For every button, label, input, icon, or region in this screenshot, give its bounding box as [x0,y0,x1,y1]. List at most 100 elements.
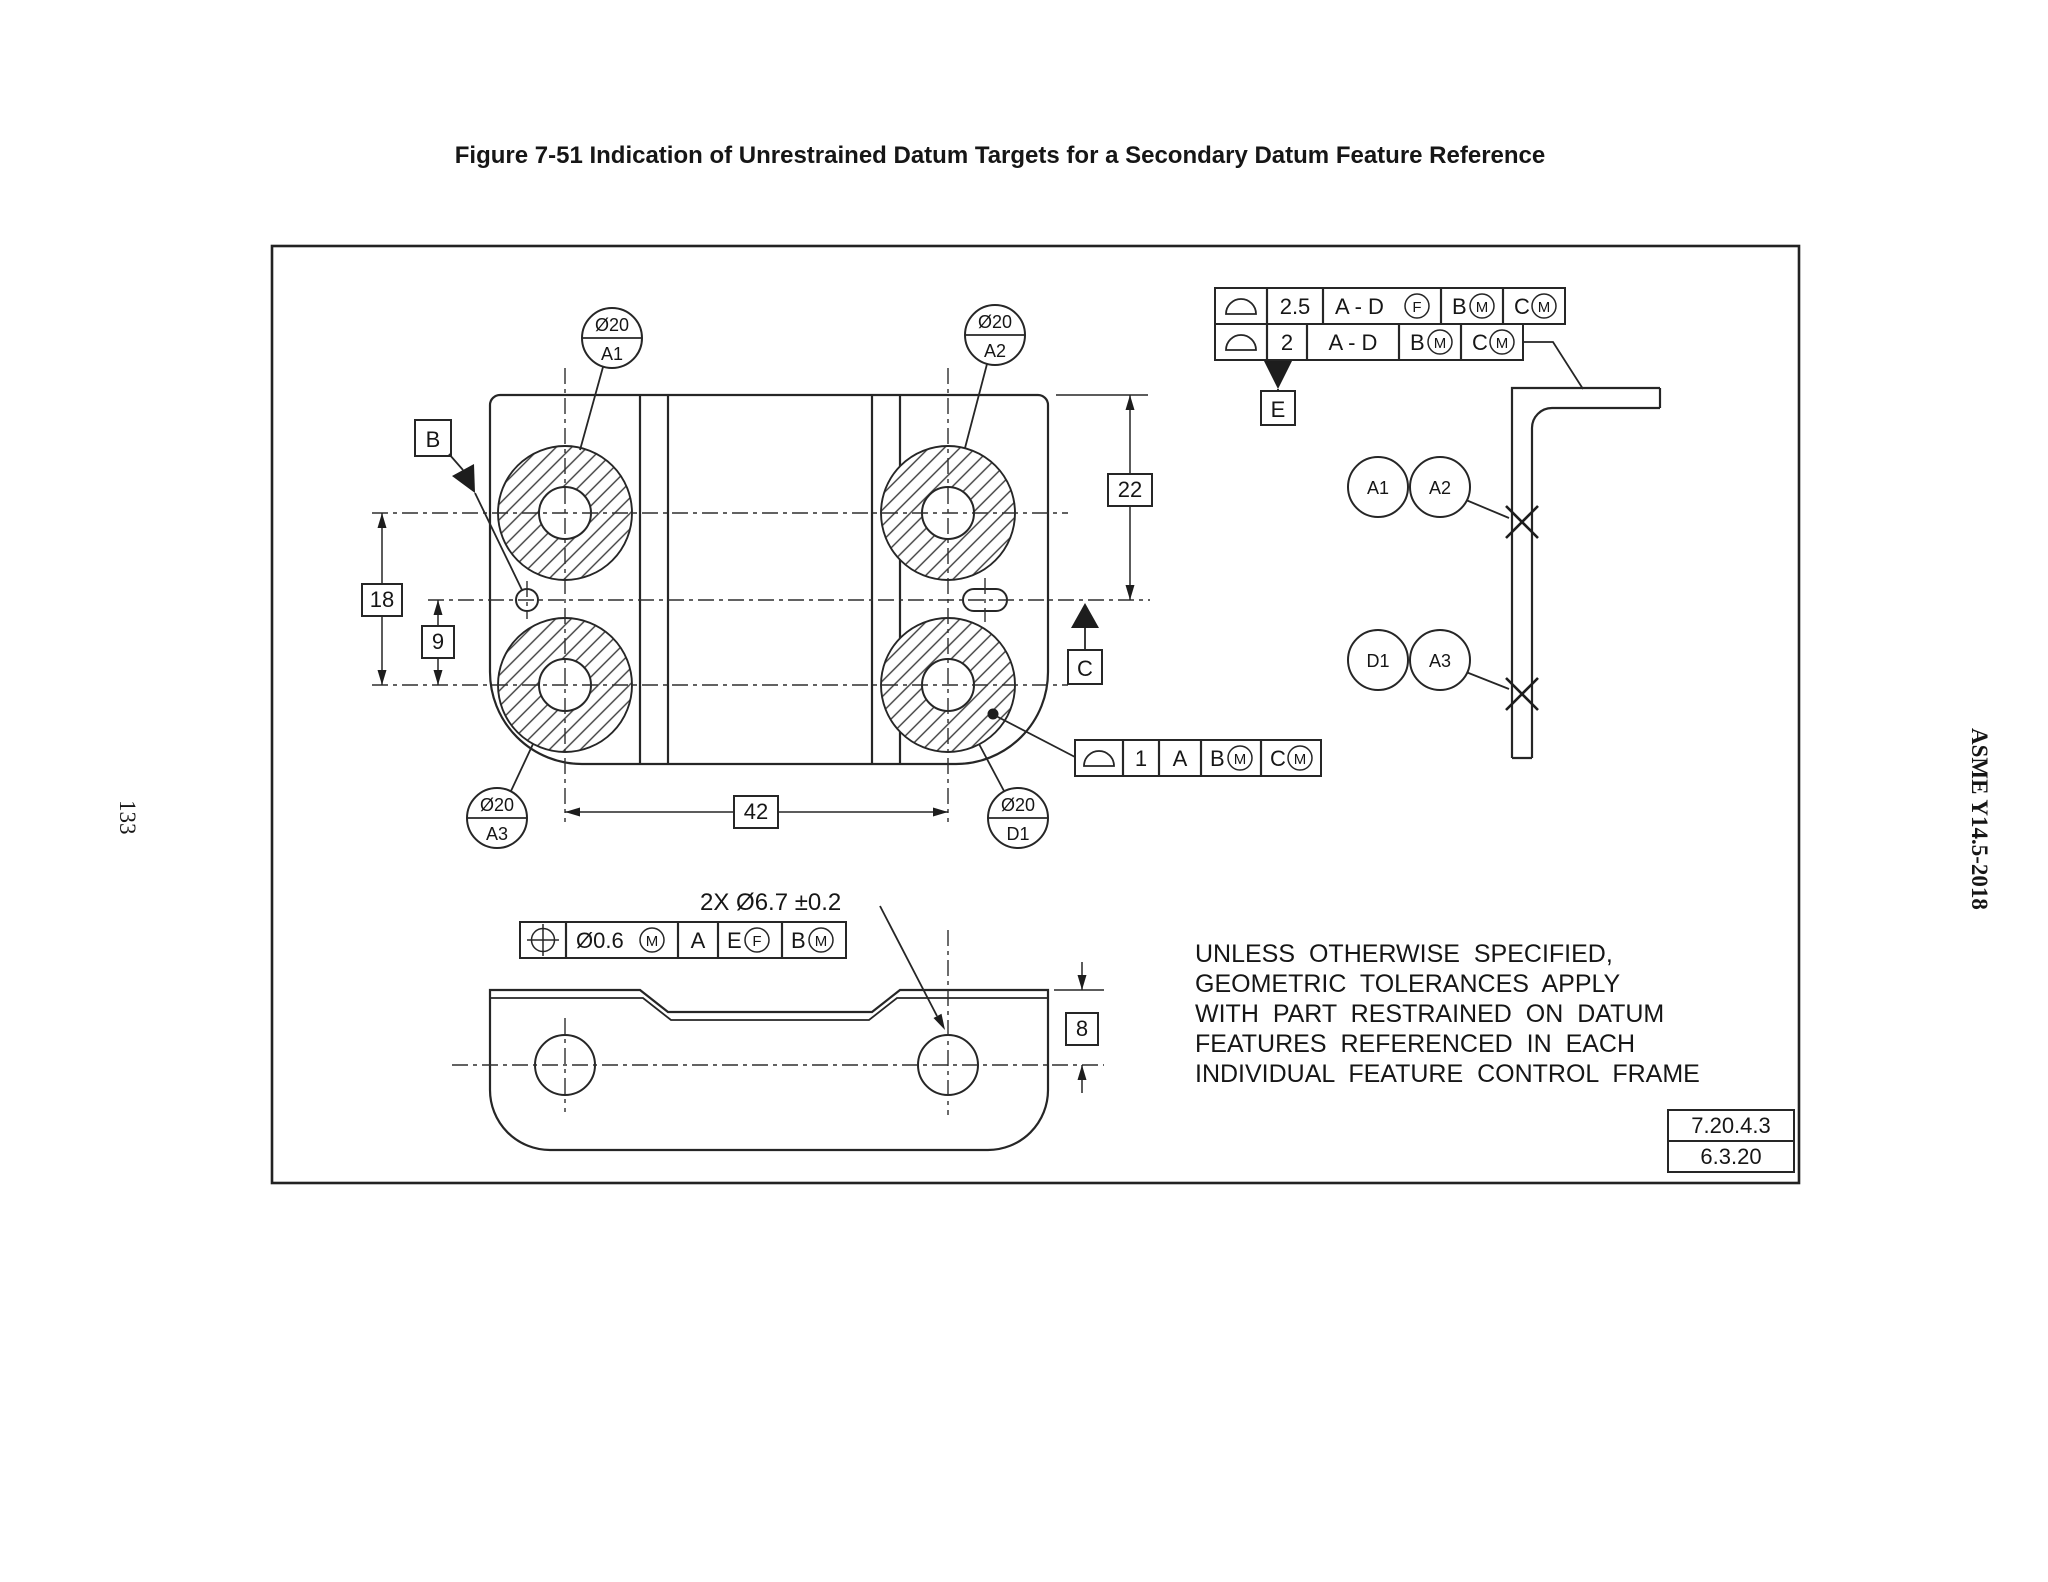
profile-of-surface-icon [1225,298,1257,315]
side-balloon-a2: A2 [1409,456,1471,518]
fcf-datum-ref-text: B [791,928,806,953]
balloon-leader [1465,671,1510,690]
datum-target-balloon-a1: Ø20 A1 [579,307,643,451]
fcf-frame [1074,739,1322,777]
fcf-tolerance-text: 2 [1281,330,1293,355]
standard-reference: ASME Y14.5-2018 [1967,728,1992,910]
fcf-datum-ref-text: B [1452,294,1467,319]
fcf-datum-ref-text: B [1410,330,1425,355]
datum-target-point-x-icon [1505,677,1539,711]
datum-stem [448,453,464,471]
mmc-modifier-icon: M [1531,293,1557,319]
datum-target-balloon-a3: Ø20 A3 [466,743,534,849]
balloon-leader [579,366,604,451]
mmc-modifier-icon: M [1489,329,1515,355]
fcf-tolerance-text: 1 [1135,746,1147,771]
fcf-datum-ref-text: C [1270,746,1286,771]
mmc-modifier-icon: M [1227,745,1253,771]
datum-target-balloon-a2: Ø20 A2 [964,304,1026,449]
dim-18: 18 [361,513,403,685]
dimension-arrow [933,807,948,817]
fcf-profile-lower: 2 A - D B M C M [1214,323,1584,390]
fcf-tolerance-text: Ø0.6 [576,928,624,953]
free-state-modifier-icon: F [1404,293,1430,319]
fcf-leader [1523,341,1584,390]
figure-title: Figure 7-51 Indication of Unrestrained D… [455,142,1546,169]
mmc-modifier-icon: M [808,927,834,953]
balloon-leader [964,363,988,449]
datum-letter-box [1067,649,1103,685]
svg-text:M: M [1496,335,1509,352]
leader-arrow [933,1013,945,1030]
svg-text:D1: D1 [1366,651,1389,671]
svg-text:M: M [1294,751,1307,768]
fcf-datum-ref-text: B [1210,746,1225,771]
balloon-label-text: D1 [1006,824,1029,844]
dim-42: 42 [565,795,948,829]
datum-target-point-x-icon [1505,505,1539,539]
note-line: WITH PART RESTRAINED ON DATUM [1195,1000,1664,1028]
svg-text:F: F [1412,299,1421,316]
datum-feature-e: E [1260,361,1296,426]
datum-triangle-icon [1071,603,1099,628]
datum-leader [474,492,523,591]
fcf-datum-ref-text: A - D [1329,330,1378,355]
dimension-arrow [1125,585,1135,600]
side-view: A1 A2 D1 A3 [1347,386,1662,760]
dim-8: 8 [1054,962,1104,1093]
top-view [372,368,1150,822]
datum-letter: B [426,427,441,452]
balloon-leader [1465,499,1510,519]
dimension-box [361,583,403,617]
part-outline-bottom-view [488,988,1050,1152]
datum-letter-box [1260,390,1296,426]
fcf-datum-ref-text: C [1472,330,1488,355]
mmc-modifier-icon: M [1287,745,1313,771]
balloon-label-text: A1 [601,344,623,364]
note-line: UNLESS OTHERWISE SPECIFIED, [1195,940,1613,968]
side-view-outline [1510,386,1660,758]
hole-note-text: 2X Ø6.7 ±0.2 [700,889,841,916]
dimension-box [1107,473,1153,507]
fcf-profile-single: 1 A B M C M [987,708,1322,777]
datum-triangle-icon [452,464,475,493]
fcf-datum-ref-text: A [691,928,706,953]
sheet-thickness-line [490,997,1048,1021]
profile-of-surface-icon [1225,334,1257,351]
svg-text:A2: A2 [1429,478,1451,498]
dimension-text: 42 [744,799,768,824]
balloon-size-text: Ø20 [1001,795,1035,815]
dimension-arrow [1077,975,1087,990]
leader-dot [987,708,999,720]
dimension-text: 9 [432,629,444,654]
fcf-position: Ø0.6 M A E F B M [519,921,847,959]
fcf-datum-ref-text: A [1173,746,1188,771]
balloon-leader [510,743,534,792]
fcf-profile-upper: 2.5 A - D F B M C M [1214,287,1566,325]
svg-text:M: M [815,933,828,950]
dimension-text: 18 [370,587,394,612]
dim-9: 9 [421,600,455,685]
balloon-size-text: Ø20 [595,315,629,335]
side-view-outline [1530,406,1660,758]
reference-text: 6.3.20 [1700,1144,1761,1169]
note-line: GEOMETRIC TOLERANCES APPLY [1195,970,1621,998]
dimension-arrow [377,670,387,685]
fcf-frame [519,921,847,959]
hole-note-leader [879,905,938,1017]
dim-22: 22 [1056,394,1153,600]
datum-letter-box [414,419,452,457]
mmc-modifier-icon: M [1469,293,1495,319]
datum-feature-c: C [1067,603,1103,685]
free-state-modifier-icon: F [744,927,770,953]
note-line: INDIVIDUAL FEATURE CONTROL FRAME [1195,1060,1700,1088]
datum-target-balloon-d1: Ø20 D1 [978,743,1049,849]
side-balloon-d1: D1 [1347,629,1409,691]
svg-text:A1: A1 [1367,478,1389,498]
dimension-box [421,625,455,659]
datum-feature-b: B [414,419,523,591]
dimension-text: 8 [1076,1016,1088,1041]
balloon-size-text: Ø20 [480,795,514,815]
